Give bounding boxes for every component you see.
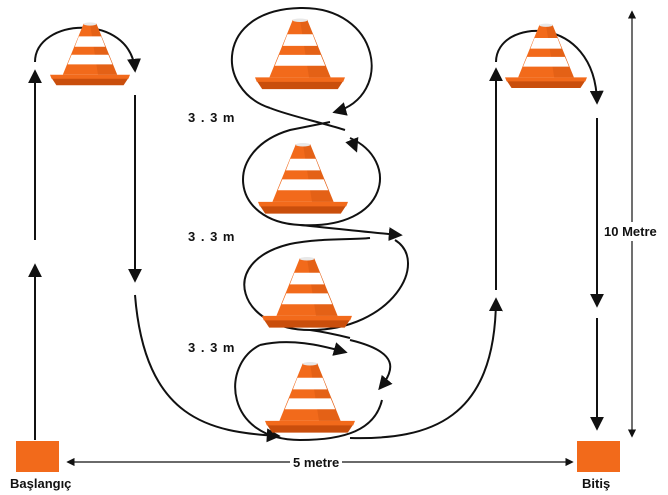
traffic-cone-icon: [262, 256, 352, 328]
traffic-cone-icon: [255, 18, 345, 90]
spacing-label-3: 3 . 3 m: [188, 340, 236, 355]
width-label: 5 metre: [290, 455, 343, 470]
right-path: [489, 29, 604, 431]
traffic-cone-icon: [258, 142, 348, 214]
start-marker: [16, 441, 59, 472]
left-bottom-curve: [134, 294, 281, 443]
traffic-cone-icon: [265, 361, 355, 433]
finish-label: Bitiş: [582, 476, 611, 491]
slalom-path: [230, 6, 503, 442]
finish-marker: [577, 441, 620, 472]
spacing-label-1: 3 . 3 m: [188, 110, 236, 125]
spacing-label-2: 3 . 3 m: [188, 229, 236, 244]
height-label: 10 Metre: [604, 222, 657, 241]
start-label: Başlangıç: [10, 476, 72, 491]
slalom-top-loop: [230, 6, 373, 116]
